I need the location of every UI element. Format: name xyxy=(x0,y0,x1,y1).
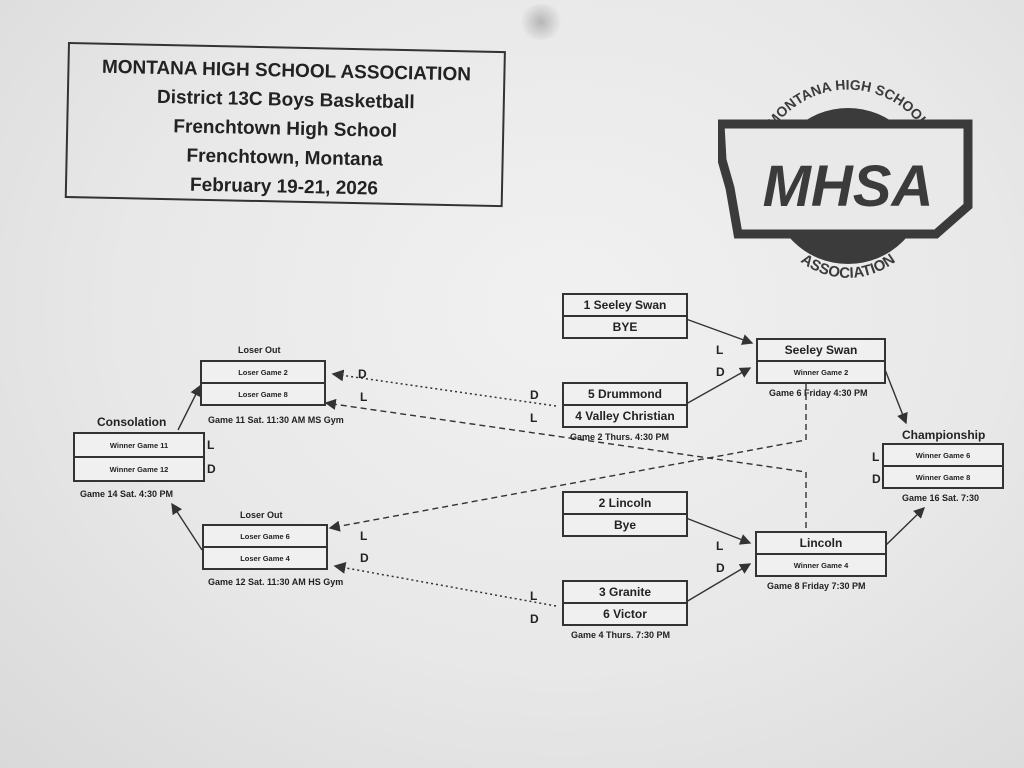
team-slot: Loser Game 4 xyxy=(204,546,326,568)
bracket-box-championship: Winner Game 6 Winner Game 8 xyxy=(882,443,1004,489)
team-slot: Winner Game 11 xyxy=(109,440,169,450)
team-slot: Lincoln xyxy=(799,536,843,550)
team-slot: Winner Game 2 xyxy=(758,360,884,382)
team-slot: BYE xyxy=(564,315,686,337)
championship-title: Championship xyxy=(902,428,986,442)
team-slot: Bye xyxy=(564,513,686,535)
bracket-box-seed1: 1 Seeley Swan BYE xyxy=(562,293,688,339)
loss-marker: L xyxy=(360,390,368,404)
team-slot: Loser Game 2 xyxy=(238,367,288,377)
drop-marker: D xyxy=(872,472,881,486)
bracket-box-game4: 3 Granite 6 Victor xyxy=(562,580,688,626)
game6-label: Game 6 Friday 4:30 PM xyxy=(769,388,868,398)
team-slot: 2 Lincoln xyxy=(598,496,652,510)
game12-title: Loser Out xyxy=(240,510,283,520)
drop-marker: D xyxy=(530,612,539,626)
game8-label: Game 8 Friday 7:30 PM xyxy=(767,581,866,591)
bracket-box-seed2: 2 Lincoln Bye xyxy=(562,491,688,537)
consolation-label: Game 14 Sat. 4:30 PM xyxy=(80,489,174,499)
team-slot: Winner Game 6 xyxy=(915,450,971,460)
montana-state-icon xyxy=(715,119,973,239)
loss-marker: L xyxy=(530,411,538,425)
team-slot: 4 Valley Christian xyxy=(564,404,686,426)
team-slot: Loser Game 6 xyxy=(240,531,290,541)
team-slot: Winner Game 12 xyxy=(75,456,203,480)
game4-label: Game 4 Thurs. 7:30 PM xyxy=(571,630,671,640)
loss-marker: L xyxy=(716,343,724,357)
team-slot: 3 Granite xyxy=(598,585,652,599)
bracket-box-game2: 5 Drummond 4 Valley Christian xyxy=(562,382,688,428)
loss-marker: L xyxy=(360,529,368,543)
logo-center-text: MHSA xyxy=(763,154,934,219)
team-slot: 1 Seeley Swan xyxy=(583,298,667,312)
championship-label: Game 16 Sat. 7:30 xyxy=(902,493,980,503)
team-slot: Winner Game 8 xyxy=(884,465,1002,487)
paper-shadow xyxy=(518,4,564,40)
loss-marker: L xyxy=(872,450,880,464)
bracket-box-game12: Loser Game 6 Loser Game 4 xyxy=(202,524,328,570)
game11-label: Game 11 Sat. 11:30 AM MS Gym xyxy=(208,415,344,425)
drop-marker: D xyxy=(716,365,725,379)
team-slot: 5 Drummond xyxy=(587,387,662,401)
bracket-box-consolation: Winner Game 11 Winner Game 12 xyxy=(73,432,205,482)
loss-marker: L xyxy=(207,438,215,452)
loss-marker: L xyxy=(716,539,724,553)
consolation-title: Consolation xyxy=(97,415,167,429)
team-slot: Loser Game 8 xyxy=(202,382,324,404)
team-slot: Winner Game 4 xyxy=(757,553,885,575)
game2-label: Game 2 Thurs. 4:30 PM xyxy=(570,432,670,442)
drop-marker: D xyxy=(207,462,216,476)
drop-marker: D xyxy=(358,367,367,381)
bracket-box-game11: Loser Game 2 Loser Game 8 xyxy=(200,360,326,406)
team-slot: Seeley Swan xyxy=(784,343,858,357)
drop-marker: D xyxy=(360,551,369,565)
bracket-box-game6: Seeley Swan Winner Game 2 xyxy=(756,338,886,384)
drop-marker: D xyxy=(530,388,539,402)
mhsa-logo: MHSA MONTANA HIGH SCHOOL ASSOCIATION xyxy=(715,76,978,293)
team-slot: 6 Victor xyxy=(564,602,686,624)
bracket-box-game8: Lincoln Winner Game 4 xyxy=(755,531,887,577)
game12-label: Game 12 Sat. 11:30 AM HS Gym xyxy=(208,577,344,587)
drop-marker: D xyxy=(716,561,725,575)
game11-title: Loser Out xyxy=(238,345,281,355)
loss-marker: L xyxy=(530,589,538,603)
